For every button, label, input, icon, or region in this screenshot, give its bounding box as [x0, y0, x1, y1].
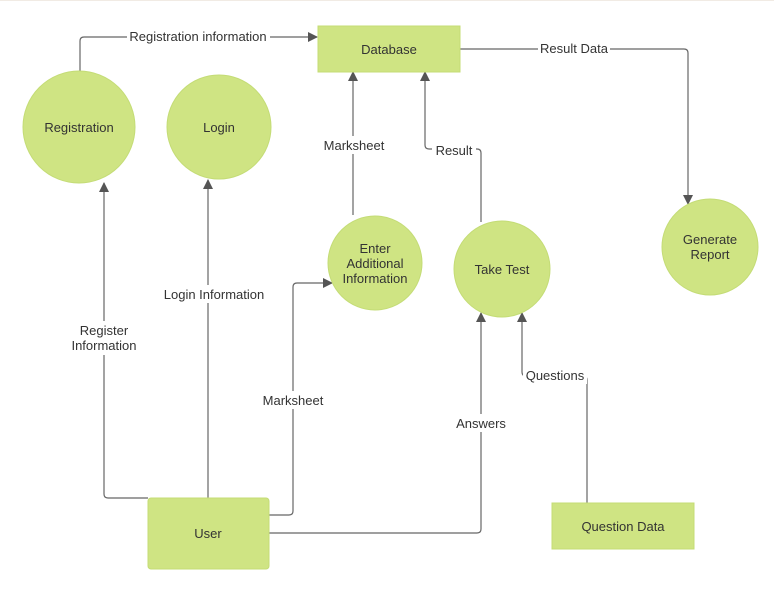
edge-registration-to-database: [79, 32, 318, 72]
label-marksheet-lower: Marksheet: [263, 393, 324, 408]
node-question-data[interactable]: Question Data: [551, 502, 695, 550]
label-answers: Answers: [456, 416, 506, 431]
label-registration-information: Registration information: [129, 29, 266, 44]
label-login-information: Login Information: [164, 287, 264, 302]
node-take-test-label: Take Test: [475, 262, 530, 277]
node-generate-report[interactable]: Generate Report: [661, 198, 759, 296]
node-registration[interactable]: Registration: [22, 70, 136, 184]
node-take-test[interactable]: Take Test: [453, 220, 551, 318]
node-login-label: Login: [203, 120, 235, 135]
node-generate-report-line2: Report: [690, 247, 729, 262]
node-enter-additional-information[interactable]: Enter Additional Information: [327, 215, 423, 311]
edge-user-to-registration: [99, 182, 148, 499]
node-question-data-label: Question Data: [581, 519, 665, 534]
node-enter-additional-line3: Information: [342, 271, 407, 286]
node-registration-label: Registration: [44, 120, 113, 135]
node-user[interactable]: User: [147, 497, 270, 570]
node-generate-report-line1: Generate: [683, 232, 737, 247]
top-border: [0, 0, 774, 1]
edge-database-to-generate-report: [460, 48, 693, 205]
node-enter-additional-line1: Enter: [359, 241, 391, 256]
node-login[interactable]: Login: [166, 74, 272, 180]
label-register-information-line2: Information: [71, 338, 136, 353]
node-database-label: Database: [361, 42, 417, 57]
edge-question-data-to-take-test: [517, 312, 588, 503]
label-result: Result: [436, 143, 473, 158]
label-result-data: Result Data: [540, 41, 609, 56]
label-questions: Questions: [526, 368, 585, 383]
label-marksheet-upper: Marksheet: [324, 138, 385, 153]
edge-user-to-take-test: [269, 312, 486, 534]
node-database[interactable]: Database: [317, 25, 461, 73]
label-register-information-line1: Register: [80, 323, 129, 338]
node-user-label: User: [194, 526, 222, 541]
node-enter-additional-line2: Additional: [346, 256, 403, 271]
